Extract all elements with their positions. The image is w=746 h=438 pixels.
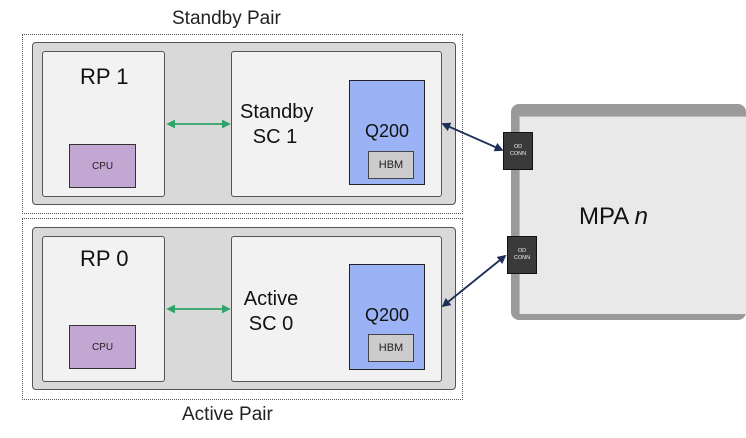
standby-asic-mpa-link (441, 122, 504, 152)
od-connector-top-line1: OD (513, 144, 523, 150)
od-connector-bottom-line1: OD (517, 248, 527, 254)
active-pair-label: Active Pair (182, 404, 273, 425)
standby-q200-asic: Q200 HBM (349, 80, 425, 185)
standby-rp-card: RP 1 CPU (42, 51, 165, 197)
active-q200-asic: Q200 HBM (349, 264, 425, 370)
standby-rp-label: RP 1 (80, 64, 129, 89)
standby-hbm: HBM (368, 151, 414, 179)
active-hbm: HBM (368, 334, 414, 362)
mpa-card: MPA n (519, 116, 746, 314)
active-cpu: CPU (69, 325, 136, 369)
active-rp-label: RP 0 (80, 246, 129, 271)
active-pair-frame (22, 218, 463, 400)
standby-sc-label-line2: SC 1 (252, 126, 298, 148)
active-sc-label-line1: Active (243, 288, 299, 310)
od-connector-bottom-line2: CONN (513, 255, 531, 261)
standby-sc-label-line1: Standby (240, 101, 314, 123)
standby-q200-label: Q200 (364, 121, 410, 141)
mpa-label: MPA n (579, 203, 648, 230)
standby-sc-label: Standby SC 1 (240, 100, 314, 150)
active-rp-card: RP 0 CPU (42, 236, 165, 382)
active-q200-label: Q200 (364, 305, 410, 325)
od-connector-bottom: OD CONN (507, 236, 537, 274)
active-sc-label: Active SC 0 (236, 287, 306, 337)
active-sc-card: Active SC 0 Q200 HBM (231, 236, 442, 382)
standby-pair-label: Standby Pair (172, 8, 281, 29)
active-asic-mpa-link (441, 254, 507, 308)
active-sc-label-line2: SC 0 (248, 313, 294, 335)
standby-sc-card: Standby SC 1 Q200 HBM (231, 51, 442, 197)
mpa-label-variable: n (634, 203, 648, 230)
standby-cpu: CPU (69, 144, 136, 188)
od-connector-top-line2: CONN (509, 151, 527, 157)
